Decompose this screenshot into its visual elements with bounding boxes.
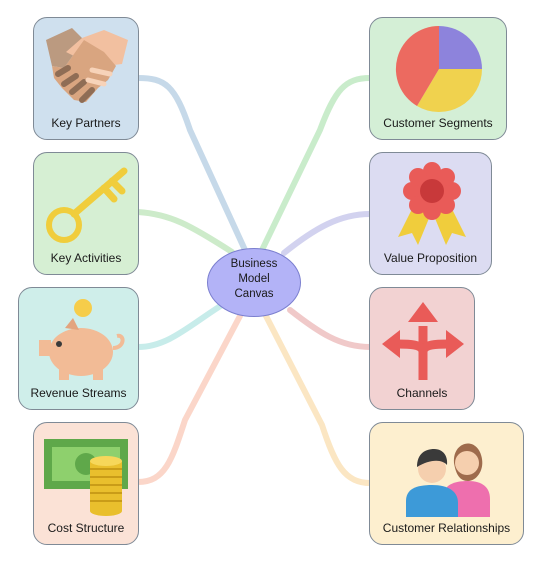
connector-value-proposition: [281, 211, 373, 256]
node-customer-relationships[interactable]: Customer Relationships: [369, 422, 524, 545]
money-coins-icon: [44, 439, 128, 516]
node-customer-segments[interactable]: Customer Segments: [369, 17, 507, 140]
connector-channels: [287, 307, 373, 350]
connector-customer-segments: [259, 75, 373, 253]
node-value-proposition[interactable]: Value Proposition: [369, 152, 492, 275]
center-node[interactable]: Business Model Canvas: [206, 247, 302, 318]
pie-chart-icon: [395, 25, 483, 113]
people-icon: [406, 443, 490, 517]
node-cost-structure[interactable]: Cost Structure: [33, 422, 139, 545]
node-channels[interactable]: Channels: [369, 287, 475, 410]
center-title: Business Model Canvas: [206, 257, 302, 302]
split-arrows-icon: [382, 302, 464, 380]
connector-customer-relationships: [263, 313, 373, 486]
center-title-line-1: Business: [230, 258, 278, 270]
center-title-line-2: Model: [238, 273, 270, 285]
node-label: Customer Segments: [383, 116, 493, 130]
center-title-line-3: Canvas: [234, 288, 274, 300]
node-label: Customer Relationships: [382, 521, 511, 535]
node-label: Channels: [396, 386, 448, 400]
node-label: Revenue Streams: [30, 386, 127, 400]
connector-cost-structure: [135, 313, 243, 485]
node-label: Value Proposition: [383, 251, 478, 265]
node-key-activities[interactable]: Key Activities: [33, 152, 139, 275]
piggy-bank-icon: [39, 299, 125, 380]
connector-revenue-streams: [135, 302, 225, 350]
node-label: Cost Structure: [47, 521, 125, 535]
node-revenue-streams[interactable]: Revenue Streams: [18, 287, 139, 410]
award-ribbon-icon: [398, 162, 466, 245]
center-ellipse: [207, 248, 301, 317]
key-icon: [46, 167, 128, 243]
handshake-icon: [46, 28, 128, 103]
node-key-partners[interactable]: Key Partners: [33, 17, 139, 140]
connector-key-partners: [135, 75, 248, 253]
node-label: Key Partners: [51, 116, 121, 130]
connector-key-activities: [135, 209, 235, 255]
node-label: Key Activities: [50, 251, 122, 265]
